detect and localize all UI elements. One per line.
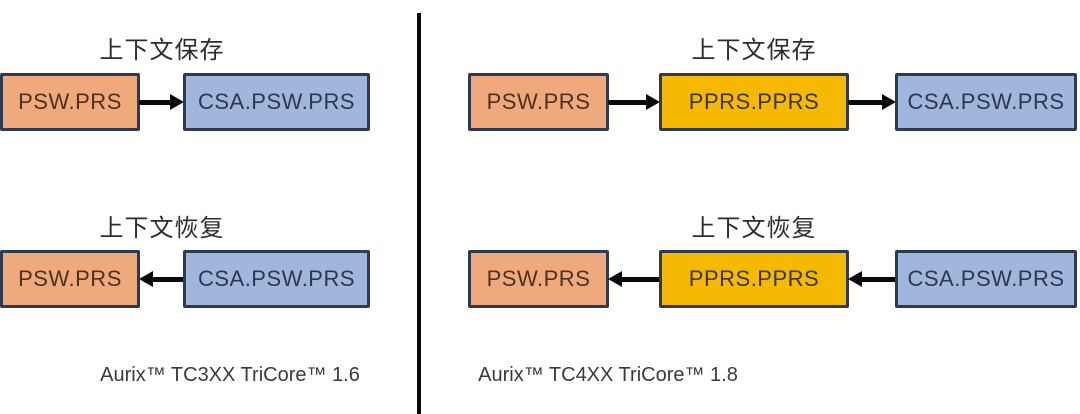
- arrow-right-icon: [139, 94, 184, 110]
- pprs-pprs-box: PPRS.PPRS: [659, 250, 849, 308]
- box-label: PSW.PRS: [18, 89, 122, 114]
- context-restore-label: 上下文恢复: [691, 215, 817, 242]
- box-label: CSA.PSW.PRS: [907, 266, 1065, 291]
- box-label: PPRS.PPRS: [688, 266, 820, 291]
- arrow-right-icon: [608, 94, 660, 110]
- csa-psw-prs-box: CSA.PSW.PRS: [895, 73, 1077, 131]
- box-label: CSA.PSW.PRS: [197, 89, 356, 114]
- panel-divider: [417, 13, 421, 414]
- csa-psw-prs-box: CSA.PSW.PRS: [183, 73, 370, 131]
- context-restore-label: 上下文恢复: [99, 215, 225, 242]
- pprs-pprs-box: PPRS.PPRS: [659, 73, 849, 131]
- context-save-label: 上下文保存: [691, 37, 817, 64]
- context-save-label: 上下文保存: [99, 37, 225, 64]
- box-label: PPRS.PPRS: [688, 89, 820, 114]
- psw-prs-box: PSW.PRS: [468, 73, 609, 131]
- psw-prs-box: PSW.PRS: [0, 250, 140, 308]
- arrow-left-icon: [848, 271, 896, 287]
- box-label: PSW.PRS: [18, 266, 122, 291]
- box-label: CSA.PSW.PRS: [907, 89, 1065, 114]
- caption-tc3xx: Aurix™ TC3XX TriCore™ 1.6: [100, 364, 360, 386]
- box-label: PSW.PRS: [486, 89, 591, 114]
- box-label: CSA.PSW.PRS: [197, 266, 356, 291]
- arrow-right-icon: [848, 94, 896, 110]
- arrow-left-icon: [139, 271, 184, 287]
- csa-psw-prs-box: CSA.PSW.PRS: [183, 250, 370, 308]
- psw-prs-box: PSW.PRS: [0, 73, 140, 131]
- arrow-left-icon: [608, 271, 660, 287]
- csa-psw-prs-box: CSA.PSW.PRS: [895, 250, 1077, 308]
- box-label: PSW.PRS: [486, 266, 591, 291]
- caption-tc4xx: Aurix™ TC4XX TriCore™ 1.8: [478, 364, 738, 386]
- psw-prs-box: PSW.PRS: [468, 250, 609, 308]
